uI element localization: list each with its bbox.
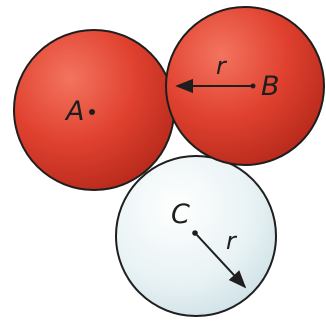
label-a: A — [64, 96, 84, 127]
center-point-a — [89, 109, 95, 115]
radius-line-c — [195, 233, 247, 289]
label-c: C — [171, 199, 190, 230]
radius-label-top: r — [216, 52, 228, 80]
sphere-c — [115, 155, 277, 317]
radius-label-bottom: r — [226, 227, 238, 255]
center-point-b — [250, 83, 256, 89]
label-b: B — [261, 71, 280, 102]
